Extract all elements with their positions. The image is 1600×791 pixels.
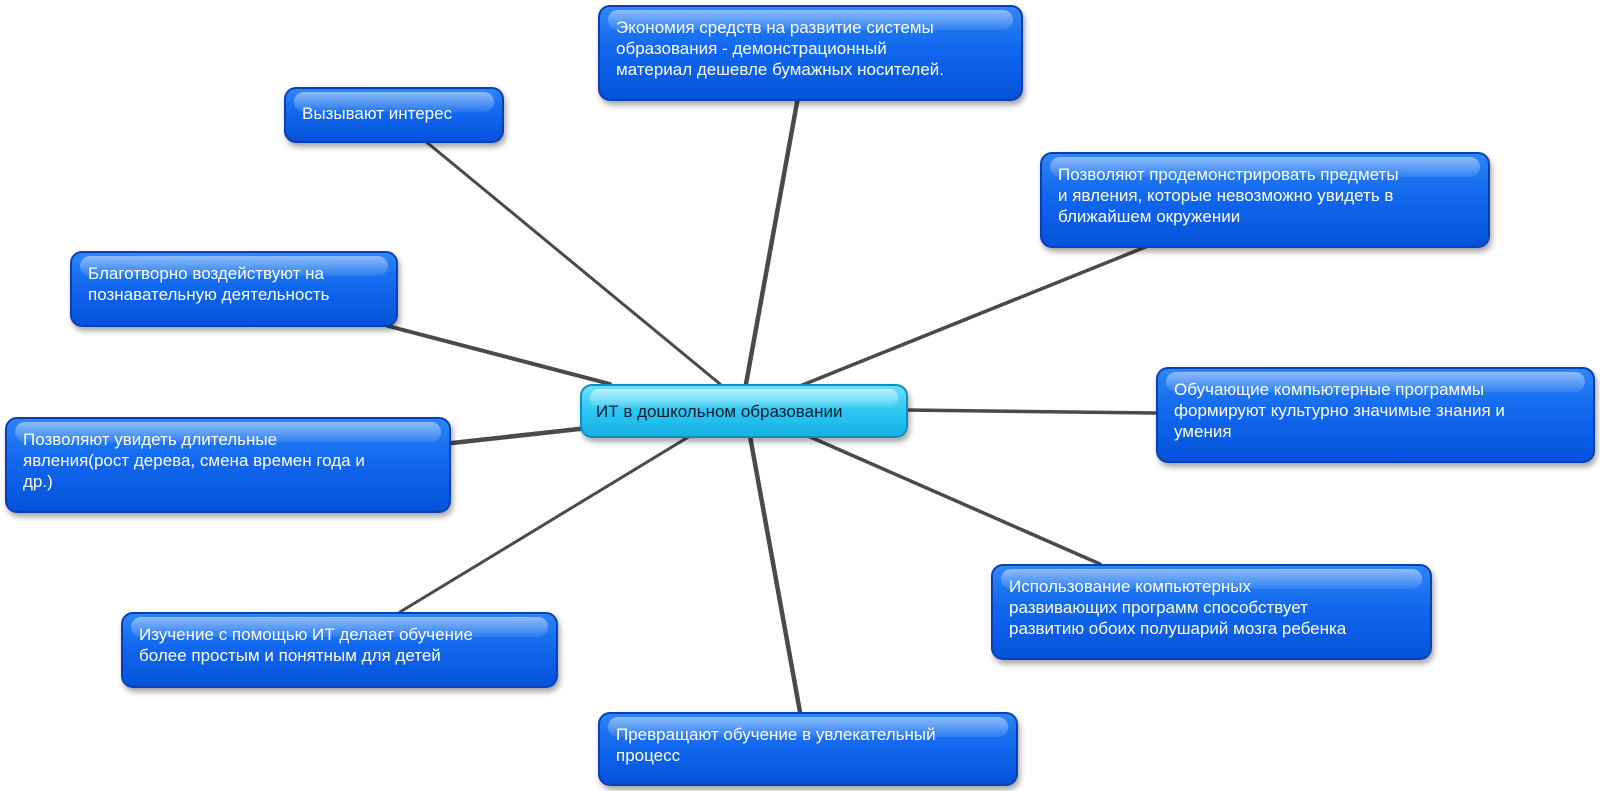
branch-label-economy: Экономия средств на развитие системы обр… [616,18,945,79]
branch-node-cognitive[interactable]: Благотворно воздействуют на познавательн… [70,251,398,327]
branch-label-interest: Вызывают интерес [302,104,453,123]
connector-programs [904,408,1158,415]
branch-label-simpler: Изучение с помощью ИТ делает обучение бо… [139,625,473,665]
branch-node-demonstrate[interactable]: Позволяют продемонстрировать предметы и … [1040,152,1490,248]
connector-interest [422,138,722,386]
branch-label-cognitive: Благотворно воздействуют на познавательн… [88,264,330,304]
connector-cognitive [386,324,612,386]
connector-demonstrate [788,244,1150,392]
connector-long-phenomena [449,425,591,446]
branch-label-programs: Обучающие компьютерные программы формиру… [1174,380,1505,441]
branch-node-long-phenomena[interactable]: Позволяют увидеть длительные явления(рос… [5,417,451,513]
branch-label-demonstrate: Позволяют продемонстрировать предметы и … [1058,165,1399,226]
branch-node-programs[interactable]: Обучающие компьютерные программы формиру… [1156,367,1595,463]
branch-label-exciting: Превращают обучение в увлекательный проц… [616,725,936,765]
branch-node-simpler[interactable]: Изучение с помощью ИТ делает обучение бо… [121,612,558,688]
branch-label-long-phenomena: Позволяют увидеть длительные явления(рос… [23,430,365,491]
central-topic-label: ИТ в дошкольном образовании [596,401,843,421]
connector-economy [743,94,801,387]
central-topic-node[interactable]: ИТ в дошкольном образовании [580,384,908,438]
branch-label-hemispheres: Использование компьютерных развивающих п… [1009,577,1347,638]
connector-simpler [398,434,692,614]
branch-node-economy[interactable]: Экономия средств на развитие системы обр… [598,5,1023,101]
connector-exciting [747,433,803,715]
branch-node-exciting[interactable]: Превращают обучение в увлекательный проц… [598,712,1018,786]
branch-node-interest[interactable]: Вызывают интерес [284,87,504,143]
connector-hemispheres [806,434,1102,566]
branch-node-hemispheres[interactable]: Использование компьютерных развивающих п… [991,564,1432,660]
